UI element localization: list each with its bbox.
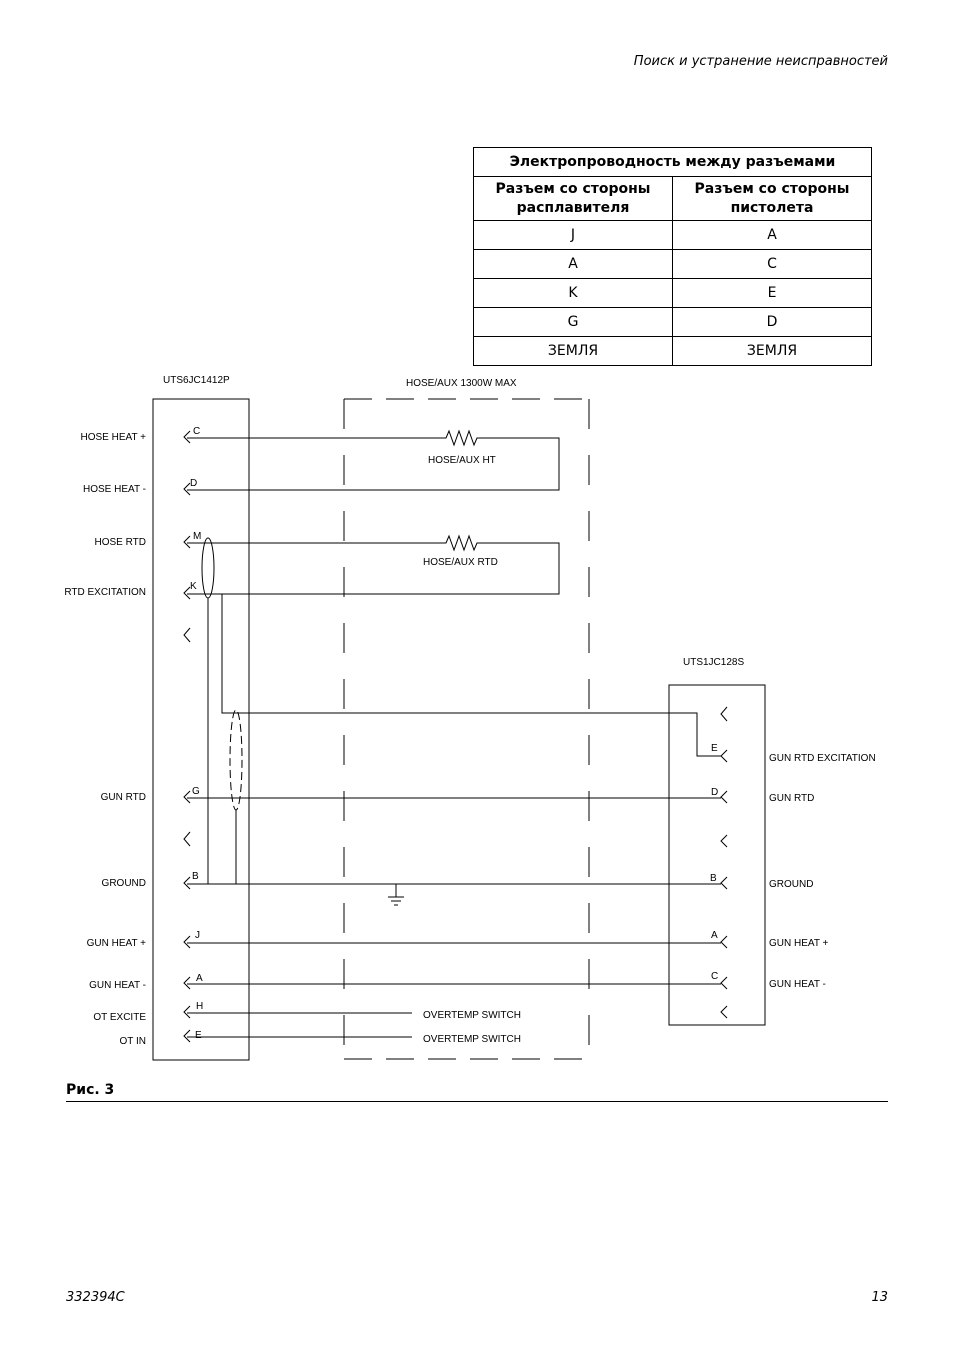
table-cell: G xyxy=(473,307,673,337)
hose-rtd-label: HOSE/AUX RTD xyxy=(423,557,498,568)
pin-label: J xyxy=(195,930,200,941)
pin-label: D xyxy=(190,478,197,489)
gun-heat-minus-label: GUN HEAT - xyxy=(89,980,146,991)
overtemp-switch-label: OVERTEMP SWITCH xyxy=(423,1034,521,1045)
table-cell: D xyxy=(672,307,872,337)
shield-ellipse-gun xyxy=(229,709,243,811)
gun-heat-plus-label: GUN HEAT + xyxy=(87,938,147,949)
pin-label: B xyxy=(710,873,717,884)
caption-rule xyxy=(66,1101,888,1102)
table-cell: A xyxy=(672,220,872,250)
gun-rtd-label: GUN RTD xyxy=(101,792,146,803)
overtemp-switch-label: OVERTEMP SWITCH xyxy=(423,1010,521,1021)
shield-ellipse-hose xyxy=(201,537,215,599)
pin-label: E xyxy=(195,1030,202,1041)
table-cell: ЗЕМЛЯ xyxy=(672,336,872,366)
right-chevrons xyxy=(720,706,728,1019)
left-connector-box xyxy=(152,398,250,1061)
gun-rtd-excitation-label: GUN RTD EXCITATION xyxy=(769,753,876,764)
continuity-table: Электропроводность между разъемами Разъе… xyxy=(473,147,872,366)
table-cell: E xyxy=(672,278,872,308)
pin-label: A xyxy=(196,973,203,984)
left-chevrons xyxy=(183,430,191,1043)
table-cell: J xyxy=(473,220,673,250)
hose-heat-minus-label: HOSE HEAT - xyxy=(83,484,146,495)
pin-label: G xyxy=(192,786,200,797)
gun-rtd-label: GUN RTD xyxy=(769,793,814,804)
table-cell: K xyxy=(473,278,673,308)
pin-label: C xyxy=(193,426,200,437)
pin-label: M xyxy=(193,531,201,542)
pin-label: H xyxy=(196,1001,203,1012)
ot-in-label: OT IN xyxy=(120,1036,146,1047)
pin-label: K xyxy=(190,581,197,592)
ot-excite-label: OT EXCITE xyxy=(93,1012,146,1023)
pin-label: A xyxy=(711,930,718,941)
table-title: Электропроводность между разъемами xyxy=(473,147,872,177)
pin-label: C xyxy=(711,971,718,982)
hose-heat-circuit xyxy=(187,429,560,491)
page-number: 13 xyxy=(871,1290,888,1305)
left-connector-name: UTS6JC1412P xyxy=(163,375,230,386)
hose-aux-box xyxy=(343,398,590,1060)
figure-caption: Рис. 3 xyxy=(66,1082,115,1098)
right-connector-name: UTS1JC128S xyxy=(683,657,744,668)
hose-box-name: HOSE/AUX 1300W MAX xyxy=(406,378,517,389)
table-cell: ЗЕМЛЯ xyxy=(473,336,673,366)
ground-label: GROUND xyxy=(769,879,813,890)
hose-heat-plus-label: HOSE HEAT + xyxy=(81,432,147,443)
gun-heat-minus-label: GUN HEAT - xyxy=(769,979,826,990)
page-header: Поиск и устранение неисправностей xyxy=(633,54,888,69)
hose-ht-label: HOSE/AUX HT xyxy=(428,455,496,466)
gun-heat-plus-label: GUN HEAT + xyxy=(769,938,829,949)
table-col-heater: Разъем со стороны расплавителя xyxy=(473,176,673,221)
gun-rtd-excitation-wire xyxy=(221,594,721,757)
ground-label: GROUND xyxy=(102,878,146,889)
ground-symbol xyxy=(388,884,404,906)
hose-rtd-signal-label: HOSE RTD xyxy=(95,537,147,548)
pin-label: E xyxy=(711,743,718,754)
right-connector-box xyxy=(668,684,766,1026)
table-col-gun: Разъем со стороны пистолета xyxy=(672,176,872,221)
pin-label: D xyxy=(711,787,718,798)
pin-label: B xyxy=(192,871,199,882)
document-number: 332394C xyxy=(66,1290,125,1305)
rtd-excitation-label: RTD EXCITATION xyxy=(64,587,146,598)
hose-rtd-circuit xyxy=(187,534,560,595)
